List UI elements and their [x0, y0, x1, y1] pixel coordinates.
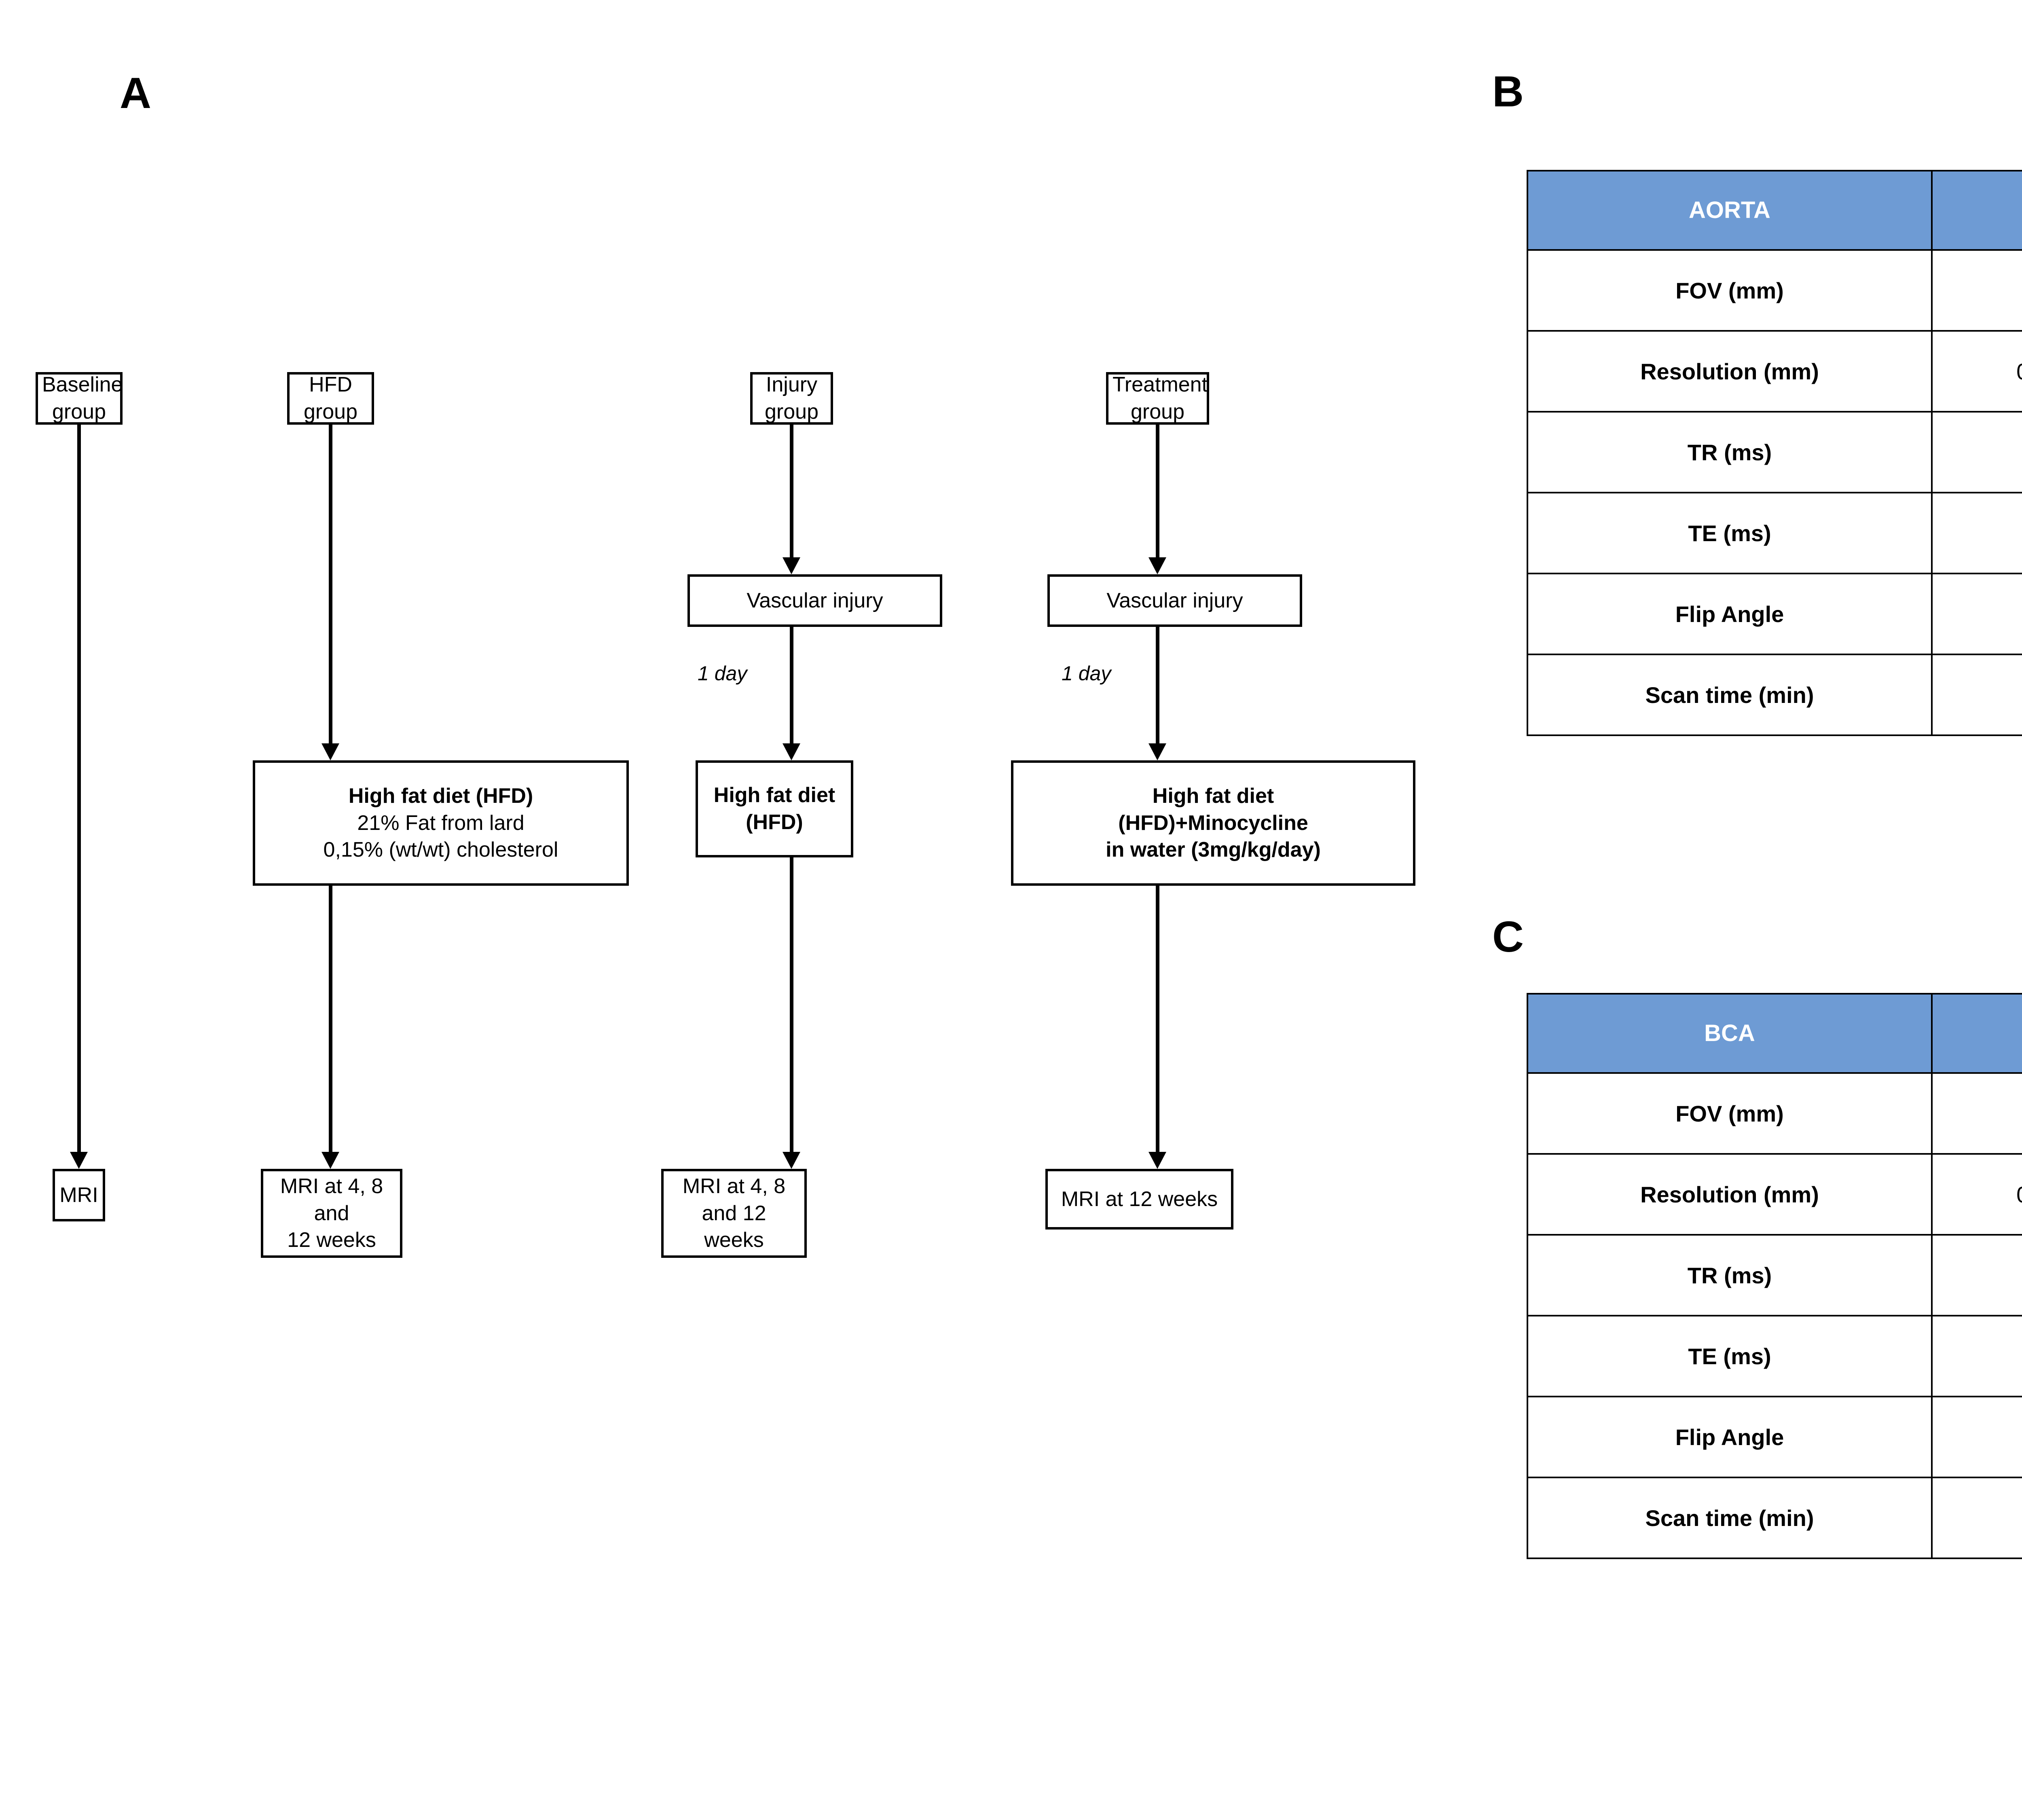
bca-tr-pcmra: 28 — [1931, 1234, 2022, 1316]
arrow-hfd-diet-to-outcome — [313, 886, 348, 1169]
flow-box-hfd-diet: High fat diet (HFD) 21% Fat from lard 0,… — [253, 760, 629, 886]
flow-box-baseline-group: Baseline group — [36, 372, 123, 425]
hfd-diet-line2: 21% Fat from lard — [357, 811, 525, 835]
flow-box-treatment-outcome: MRI at 12 weeks — [1045, 1169, 1233, 1230]
injury-outcome-line1: MRI at 4, 8 and 12 — [682, 1175, 786, 1225]
bca-row-label-fov: FOV (mm) — [1527, 1072, 1933, 1155]
aorta-protocol-table: AORTA PC-MRA LGE-MRI (Inversion Recovery… — [1527, 170, 2022, 736]
bca-flip-angle-pcmra: 40º — [1931, 1396, 2022, 1478]
table-row: FOV (mm) 35x35x12 35x35x12 36x22x10 — [1527, 249, 2022, 332]
injury-group-line1: Injury — [766, 373, 818, 397]
baseline-outcome-line1: MRI — [59, 1183, 98, 1207]
aorta-te-pcmra: 6 — [1931, 492, 2022, 574]
bca-te-pcmra: 6 — [1931, 1315, 2022, 1397]
hfd-diet-line3: 0,15% (wt/wt) cholesterol — [323, 838, 558, 862]
arrow-injury-group-to-vascular-injury — [774, 425, 809, 574]
injury-interval-label: 1 day — [698, 662, 747, 685]
injury-diet-line2: (HFD) — [746, 811, 803, 834]
aorta-row-label-flip-angle: Flip Angle — [1527, 573, 1933, 655]
flow-box-treatment-diet: High fat diet (HFD)+Minocycline in water… — [1011, 760, 1415, 886]
flow-box-injury-outcome: MRI at 4, 8 and 12 weeks — [661, 1169, 807, 1258]
bca-resolution-pcmra: 0.15x0.15x0.5 — [1931, 1153, 2022, 1236]
treatment-group-line1: Treatment — [1113, 373, 1208, 397]
flow-box-injury-vascular-injury: Vascular injury — [687, 574, 942, 627]
table-row: Scan time (min) 3 15 20 — [1527, 654, 2022, 736]
arrow-treatment-group-to-vascular-injury — [1140, 425, 1175, 574]
bca-protocol-table: BCA PC-MRA LGE-MRI (Inversion Recovery) … — [1527, 993, 2022, 1559]
table-row: Resolution (mm) 0.15x0.15x0.5 0.1x0.1x1 … — [1527, 330, 2022, 413]
treatment-interval-label: 1 day — [1062, 662, 1111, 685]
injury-group-line2: group — [765, 400, 819, 423]
table-row: Resolution (mm) 0.15x0.15x0.5 0.1x0.1x1 … — [1527, 1153, 2022, 1236]
arrow-injury-vascular-injury-to-diet — [774, 627, 809, 760]
aorta-scan-time-pcmra: 3 — [1931, 654, 2022, 736]
flow-box-treatment-group: Treatment group — [1106, 372, 1209, 425]
flow-box-treatment-vascular-injury: Vascular injury — [1047, 574, 1302, 627]
aorta-tr-pcmra: 28 — [1931, 411, 2022, 493]
flow-box-hfd-group: HFD group — [287, 372, 374, 425]
table-row: FOV (mm) 36x35x16 35x35x12 36x36x22 — [1527, 1072, 2022, 1155]
treatment-diet-line1: High fat diet — [1152, 784, 1274, 808]
table-row: Scan time (min) 3 15 20 — [1527, 1477, 2022, 1559]
aorta-resolution-pcmra: 0.15x0.15x0.5 — [1931, 330, 2022, 413]
table-row: TE (ms) 6 8 4.6 — [1527, 492, 2022, 574]
flow-box-injury-diet: High fat diet (HFD) — [696, 760, 853, 857]
hfd-group-line1: HFD — [309, 373, 352, 397]
flow-box-injury-group: Injury group — [750, 372, 833, 425]
flow-box-baseline-outcome: MRI — [53, 1169, 105, 1221]
arrow-hfd-group-to-diet — [313, 425, 348, 760]
panel-label-a: A — [120, 68, 151, 117]
table-header-row: AORTA PC-MRA LGE-MRI (Inversion Recovery… — [1527, 170, 2022, 251]
hfd-group-line2: group — [304, 400, 357, 423]
bca-fov-pcmra: 36x35x16 — [1931, 1072, 2022, 1155]
aorta-flip-angle-pcmra: 40º — [1931, 573, 2022, 655]
injury-outcome-line2: weeks — [704, 1228, 764, 1252]
arrow-treatment-diet-to-outcome — [1140, 886, 1175, 1169]
treatment-diet-line2: (HFD)+Minocycline — [1118, 811, 1308, 835]
aorta-header-col-0: AORTA — [1527, 170, 1933, 251]
injury-vascular-injury-label: Vascular injury — [747, 588, 883, 612]
arrow-baseline-to-mri — [61, 425, 97, 1169]
treatment-outcome-line1: MRI at 12 weeks — [1061, 1187, 1218, 1211]
panel-label-b: B — [1492, 67, 1524, 116]
treatment-diet-line3: in water (3mg/kg/day) — [1106, 838, 1321, 862]
aorta-row-label-resolution: Resolution (mm) — [1527, 330, 1933, 413]
hfd-outcome-line2: 12 weeks — [287, 1228, 376, 1252]
baseline-group-line2: group — [52, 400, 106, 423]
bca-row-label-scan-time: Scan time (min) — [1527, 1477, 1933, 1559]
baseline-group-line1: Baseline — [42, 373, 123, 397]
bca-row-label-flip-angle: Flip Angle — [1527, 1396, 1933, 1478]
aorta-row-label-tr: TR (ms) — [1527, 411, 1933, 493]
aorta-header-col-0-main: AORTA — [1689, 197, 1770, 224]
hfd-outcome-line1: MRI at 4, 8 and — [280, 1175, 383, 1225]
arrow-treatment-vascular-injury-to-diet — [1140, 627, 1175, 760]
table-row: TR (ms) 28 27 9 — [1527, 411, 2022, 493]
aorta-header-col-1: PC-MRA — [1931, 170, 2022, 251]
aorta-row-label-fov: FOV (mm) — [1527, 249, 1933, 332]
table-header-row: BCA PC-MRA LGE-MRI (Inversion Recovery) … — [1527, 993, 2022, 1074]
bca-scan-time-pcmra: 3 — [1931, 1477, 2022, 1559]
bca-header-col-0: BCA — [1527, 993, 1933, 1074]
injury-diet-line1: High fat diet — [713, 783, 835, 807]
bca-row-label-te: TE (ms) — [1527, 1315, 1933, 1397]
table-row: Flip Angle 40º 30º 10º — [1527, 573, 2022, 655]
aorta-row-label-scan-time: Scan time (min) — [1527, 654, 1933, 736]
treatment-vascular-injury-label: Vascular injury — [1106, 588, 1243, 612]
aorta-fov-pcmra: 35x35x12 — [1931, 249, 2022, 332]
bca-header-col-0-main: BCA — [1704, 1020, 1755, 1047]
aorta-row-label-te: TE (ms) — [1527, 492, 1933, 574]
panel-label-c: C — [1492, 912, 1524, 961]
bca-header-col-1: PC-MRA — [1931, 993, 2022, 1074]
treatment-group-line2: group — [1131, 400, 1184, 423]
arrow-injury-diet-to-outcome — [774, 857, 809, 1169]
table-row: TE (ms) 6 8.2 4.6 — [1527, 1315, 2022, 1397]
table-row: TR (ms) 28 27 9 — [1527, 1234, 2022, 1316]
bca-row-label-tr: TR (ms) — [1527, 1234, 1933, 1316]
bca-row-label-resolution: Resolution (mm) — [1527, 1153, 1933, 1236]
flow-box-hfd-outcome: MRI at 4, 8 and 12 weeks — [261, 1169, 402, 1258]
hfd-diet-line1: High fat diet (HFD) — [348, 784, 533, 808]
table-row: Flip Angle 40º 30º 10º — [1527, 1396, 2022, 1478]
